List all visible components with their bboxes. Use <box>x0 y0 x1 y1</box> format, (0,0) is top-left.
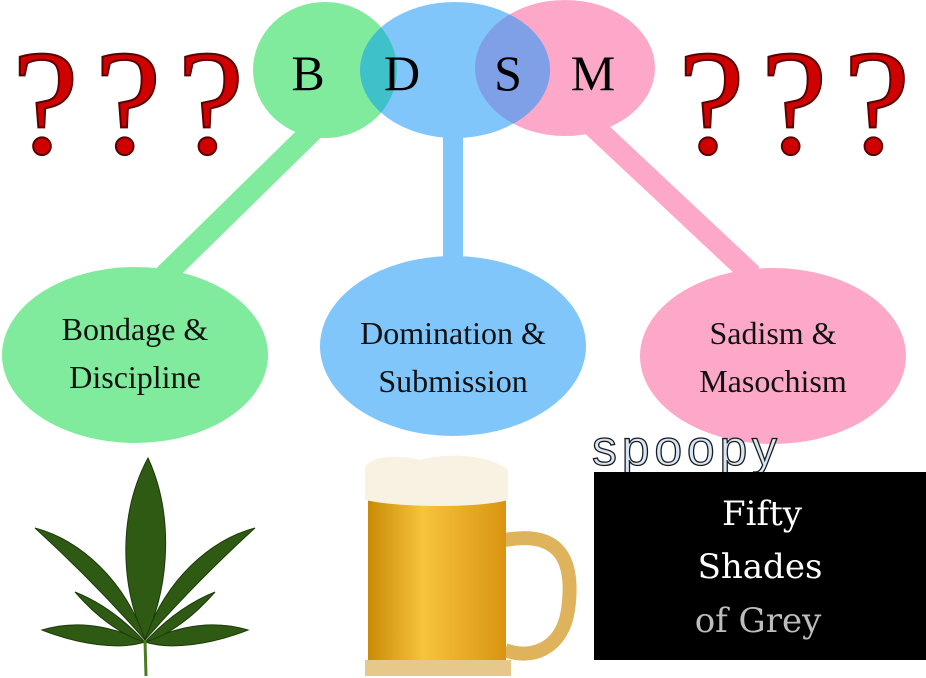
label-bondage-2: Discipline <box>69 359 201 395</box>
cannabis-leaf-image <box>34 456 256 677</box>
ellipse-sadism <box>640 268 906 444</box>
connector-s <box>584 116 760 284</box>
label-domination-1: Domination & <box>360 315 546 351</box>
book-title-line3: of Grey <box>695 601 822 641</box>
label-bondage-1: Bondage & <box>62 311 209 347</box>
label-domination-2: Submission <box>378 363 527 399</box>
letter-m: M <box>571 45 615 101</box>
connector-b <box>152 117 326 288</box>
letter-s: S <box>494 45 522 101</box>
ellipse-bondage <box>2 267 268 443</box>
ellipse-domination <box>320 256 586 436</box>
book-title-line1: Fifty <box>722 494 803 534</box>
label-sadism-1: Sadism & <box>709 315 836 351</box>
letter-d: D <box>384 45 420 101</box>
question-marks-right: ??? <box>678 20 910 186</box>
circle-b <box>253 2 397 138</box>
book-title-line2: Shades <box>698 547 823 587</box>
letter-b: B <box>291 45 324 101</box>
label-sadism-2: Masochism <box>699 363 847 399</box>
fifty-shades-book-cover: Fifty Shades of Grey <box>594 472 926 660</box>
beer-mug-image <box>365 455 577 676</box>
overlap-ds <box>475 2 550 136</box>
question-marks-left: ??? <box>12 20 244 186</box>
